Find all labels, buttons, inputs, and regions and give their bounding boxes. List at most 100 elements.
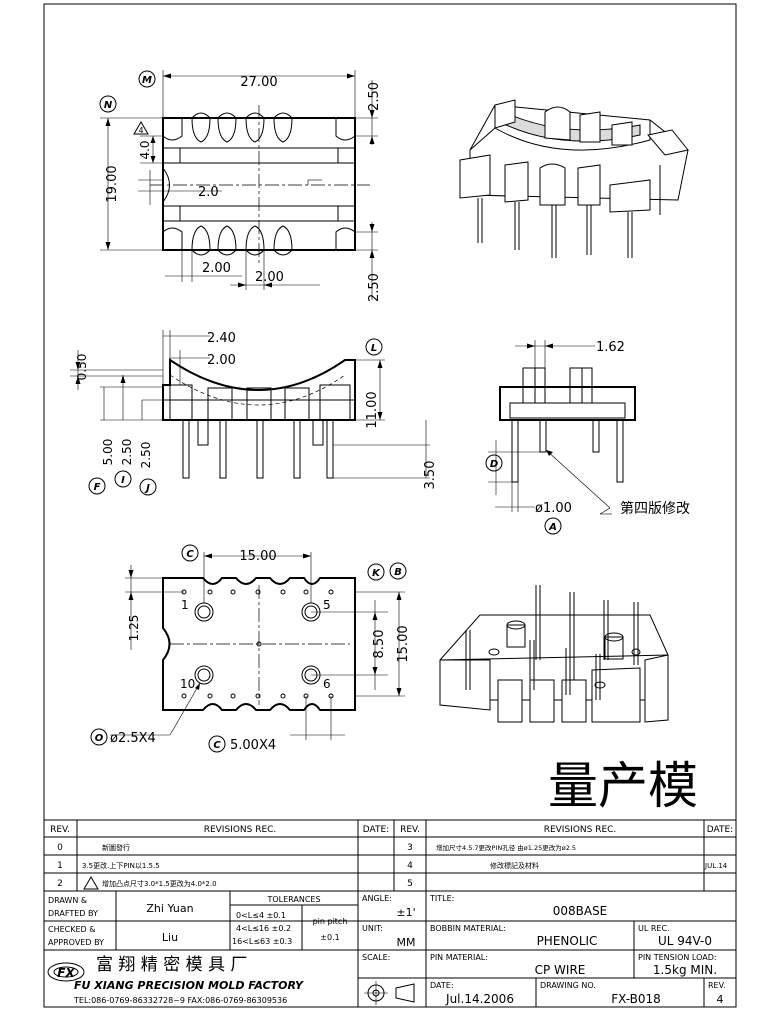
rev-0-text: 新圖發行 <box>102 843 130 852</box>
dim-bottom-width: 15.00 <box>239 549 276 564</box>
unit-label: UNIT: <box>362 924 383 933</box>
drawn-label-1: DRAWN & <box>48 896 87 905</box>
dim-bottom-pitch: 5.00X4 <box>230 738 276 753</box>
pin-pitch-value: ±0.1 <box>320 933 339 942</box>
checked-label-1: CHECKED & <box>48 925 95 934</box>
dim-top-bottom-left: 2.00 <box>202 261 231 276</box>
balloon-a: A <box>548 522 557 533</box>
rev-2-number: 2 <box>57 879 63 889</box>
rev-3-number: 3 <box>407 843 413 853</box>
date-value: Jul.14.2006 <box>445 992 514 1006</box>
balloon-i: I <box>121 475 125 486</box>
dim-bottom-holes: ø2.5X4 <box>110 731 156 746</box>
pin-label-10: 10 <box>180 677 195 691</box>
isometric-bottom-view <box>439 585 669 723</box>
pin-label-1: 1 <box>181 598 189 612</box>
company-name-en: FU XIANG PRECISION MOLD FACTORY <box>74 979 304 992</box>
dim-bottom-inner: 8.50 <box>372 630 387 659</box>
balloon-j: J <box>144 483 150 494</box>
production-stamp: 量产模 <box>548 757 698 815</box>
rev-1-number: 1 <box>57 861 63 871</box>
bobbin-label: BOBBIN MATERIAL: <box>430 924 506 933</box>
dim-top-slot: 2.0 <box>198 185 219 200</box>
rev-4-text: 修改標記及材料 <box>490 861 539 870</box>
dim-side-c: 0.50 <box>75 354 89 381</box>
company-contact: TEL:086-0769-86332728~9 FAX:086-0769-863… <box>73 996 287 1005</box>
isometric-top-view <box>459 99 689 258</box>
pin-label-6: 6 <box>323 677 331 691</box>
pin-label-5: 5 <box>323 598 331 612</box>
angle-value: ±1' <box>396 906 415 919</box>
title-value: 008BASE <box>553 904 608 918</box>
rev-3-text: 增加尺寸4.5.7更改PIN孔径 由ø1.25更改为ø2.5 <box>436 843 576 852</box>
pin-material-value: CP WIRE <box>535 963 586 977</box>
rev-4-number: 4 <box>407 861 413 871</box>
balloon-m: M <box>142 75 152 86</box>
balloon-b: B <box>394 567 402 578</box>
tension-value: 1.5kg MIN. <box>653 963 717 977</box>
dim-top-bottom-mid: 2.00 <box>255 270 284 285</box>
dim-top-right-upper: 2.50 <box>367 82 382 111</box>
date-label: DATE: <box>430 981 454 990</box>
dim-side-a: 2.40 <box>207 331 236 346</box>
bottom-view: 1 5 10 6 15.00 C 1.25 K B 8.50 <box>90 544 411 753</box>
logo-text: FX <box>57 966 75 980</box>
title-label: TITLE: <box>429 894 454 903</box>
balloon-n: N <box>104 100 113 111</box>
dim-side-b: 2.00 <box>207 353 236 368</box>
balloon-o: O <box>95 733 104 744</box>
balloon-c-bottom: C <box>213 740 221 751</box>
rev-4-date: JUL.14 <box>704 862 728 870</box>
rev-header-left: REV. <box>50 825 70 835</box>
balloon-k: K <box>372 568 381 579</box>
scale-label: SCALE: <box>362 953 390 962</box>
checked-label-2: APPROVED BY <box>48 938 104 947</box>
dim-top-right-lower: 2.50 <box>367 273 382 302</box>
top-view: 27.00 M N <box>99 70 382 302</box>
revisions-header-right: REVISIONS REC. <box>544 825 617 835</box>
rev-triangle-4: 4 <box>138 126 143 135</box>
company-logo: FX <box>47 962 85 982</box>
rev-label: REV. <box>708 981 726 990</box>
drawing-no-value: FX-B018 <box>611 992 661 1006</box>
ul-label: UL REC. <box>638 924 670 933</box>
dim-side-d: 5.00 <box>101 439 115 466</box>
ul-value: UL 94V-0 <box>658 934 712 948</box>
drawn-by: Zhi Yuan <box>146 902 193 915</box>
rev-header-right: REV. <box>400 825 420 835</box>
dim-top-height: 19.00 <box>105 165 120 202</box>
tol-2: 4<L≤16 ±0.2 <box>236 924 291 933</box>
rev-5-number: 5 <box>407 879 413 889</box>
dim-end-pin-dia: ø1.00 <box>535 501 572 516</box>
revisions-header-left: REVISIONS REC. <box>204 825 277 835</box>
balloon-l: L <box>371 343 377 354</box>
balloon-f: F <box>94 482 101 493</box>
rev-1-text: 3.5更改.上下PIN以1.5.5 <box>82 861 160 870</box>
tol-3: 16<L≤63 ±0.3 <box>232 937 292 946</box>
tension-label: PIN TENSION LOAD: <box>638 953 717 962</box>
balloon-d: D <box>490 459 498 470</box>
pin-pitch-label: pin pitch <box>313 917 348 926</box>
title-block: REV. REVISIONS REC. DATE: REV. REVISIONS… <box>43 819 737 1008</box>
pin-material-label: PIN MATERIAL: <box>430 953 488 962</box>
dim-side-height: 11.00 <box>365 391 380 428</box>
dim-bottom-left: 1.25 <box>127 615 141 642</box>
date-header-left: DATE: <box>363 825 389 835</box>
dim-side-f: 2.50 <box>139 442 153 469</box>
side-view: 2.40 2.00 L 11.00 3.50 0.50 5.00 2.50 2. <box>70 330 438 496</box>
dim-side-e: 2.50 <box>120 439 134 466</box>
drawing-no-label: DRAWING NO. <box>540 981 596 990</box>
dim-top-width: 27.00 <box>240 75 277 90</box>
dim-side-pin: 3.50 <box>423 461 438 490</box>
dim-bottom-height: 15.00 <box>396 625 411 662</box>
rev-0-number: 0 <box>57 843 63 853</box>
angle-label: ANGLE: <box>362 894 392 903</box>
rev-value: 4 <box>717 993 724 1006</box>
drawn-label-2: DRAFTED BY <box>48 909 98 918</box>
unit-value: MM <box>397 936 416 949</box>
dim-top-inner: 4.0 <box>138 140 152 159</box>
revision-note: 第四版修改 <box>620 500 690 517</box>
checked-by: Liu <box>162 931 178 944</box>
tol-1: 0<L≤4 ±0.1 <box>236 911 286 920</box>
